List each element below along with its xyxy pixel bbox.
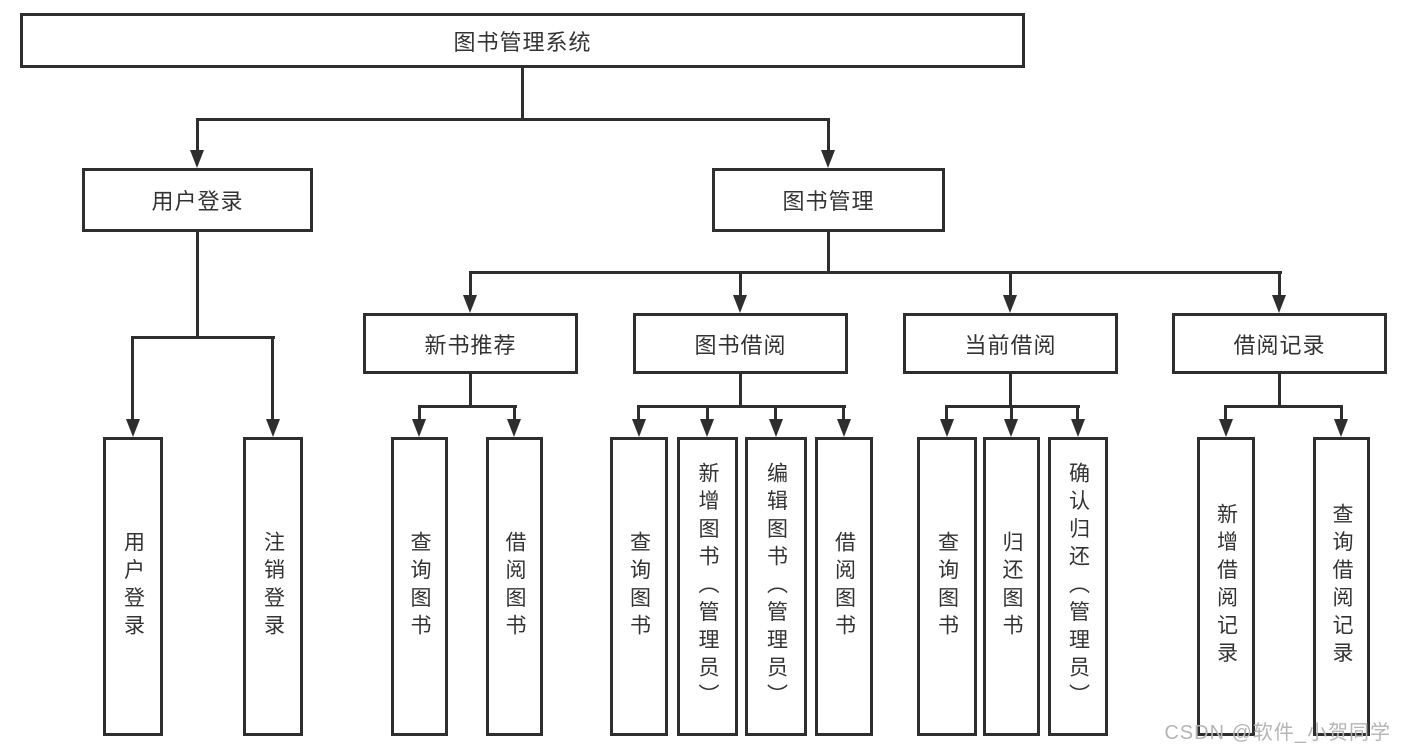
arrowhead <box>126 419 140 437</box>
leaf-query-books-3: 查询图书 <box>917 437 977 736</box>
node-root-label: 图书管理系统 <box>453 29 592 55</box>
arrowhead <box>463 295 477 313</box>
leaf-query-borrow-record-label: 查询借阅记录 <box>1330 503 1353 670</box>
leaf-borrow-books-1-label: 借阅图书 <box>503 531 526 642</box>
connector-line <box>418 405 421 421</box>
leaf-return-books-label: 归还图书 <box>1000 531 1023 642</box>
leaf-borrow-books-2-label: 借阅图书 <box>832 531 856 642</box>
node-borrow-records: 借阅记录 <box>1172 313 1387 374</box>
connector-line <box>739 374 742 407</box>
connector-line <box>1009 374 1012 407</box>
connector-line <box>739 271 742 297</box>
node-current-borrow: 当前借阅 <box>903 313 1118 374</box>
node-new-book-recommend: 新书推荐 <box>363 313 578 374</box>
leaf-return-books: 归还图书 <box>983 437 1040 736</box>
node-book-borrow: 图书借阅 <box>633 313 848 374</box>
leaf-confirm-return-admin: 确认归还（管理员） <box>1048 437 1108 736</box>
leaf-query-books-3-label: 查询图书 <box>935 531 959 642</box>
connector-line <box>469 271 1282 274</box>
connector-line <box>1224 405 1227 421</box>
leaf-query-borrow-record: 查询借阅记录 <box>1313 437 1370 736</box>
leaf-query-books-2-label: 查询图书 <box>627 531 651 642</box>
node-user-login: 用户登录 <box>82 168 313 232</box>
leaf-add-borrow-record: 新增借阅记录 <box>1197 437 1255 736</box>
arrowhead <box>1334 419 1348 437</box>
node-current-borrow-label: 当前借阅 <box>964 332 1057 358</box>
leaf-query-books-1-label: 查询图书 <box>408 531 431 642</box>
connector-line <box>1278 271 1281 297</box>
node-book-management: 图书管理 <box>712 168 945 232</box>
connector-line <box>131 336 275 339</box>
leaf-add-books-admin-label: 新增图书（管理员） <box>696 461 719 712</box>
connector-line <box>521 68 524 118</box>
connector-line <box>469 271 472 297</box>
connector-line <box>271 336 274 420</box>
node-user-login-label: 用户登录 <box>151 189 244 214</box>
leaf-add-books-admin: 新增图书（管理员） <box>677 437 738 736</box>
arrowhead <box>1272 295 1286 313</box>
connector-line <box>827 118 830 151</box>
connector-line <box>469 374 472 407</box>
arrowhead <box>1219 419 1233 437</box>
leaf-logout: 注销登录 <box>243 437 303 736</box>
leaf-query-books-2: 查询图书 <box>610 437 668 736</box>
arrowhead <box>940 419 954 437</box>
leaf-add-borrow-record-label: 新增借阅记录 <box>1214 503 1238 670</box>
leaf-edit-books-admin-label: 编辑图书（管理员） <box>764 461 788 712</box>
arrowhead <box>733 295 747 313</box>
connector-line <box>418 405 517 408</box>
leaf-confirm-return-admin-label: 确认归还（管理员） <box>1066 461 1090 712</box>
arrowhead <box>190 150 204 168</box>
connector-line <box>637 405 846 408</box>
connector-line <box>513 405 516 421</box>
arrowhead <box>837 419 851 437</box>
node-borrow-records-label: 借阅记录 <box>1233 332 1326 358</box>
node-new-book-recommend-label: 新书推荐 <box>424 332 517 358</box>
leaf-edit-books-admin: 编辑图书（管理员） <box>745 437 807 736</box>
connector-line <box>131 336 134 420</box>
arrowhead <box>1003 295 1017 313</box>
leaf-query-books-1: 查询图书 <box>391 437 448 736</box>
connector-line <box>1224 405 1343 408</box>
node-book-management-label: 图书管理 <box>782 189 875 214</box>
node-book-borrow-label: 图书借阅 <box>694 332 787 358</box>
connector-line <box>637 405 640 421</box>
connector-line <box>945 405 948 421</box>
connector-line <box>827 232 830 273</box>
arrowhead <box>700 419 714 437</box>
arrowhead <box>821 150 835 168</box>
arrowhead <box>1071 419 1085 437</box>
arrowhead <box>632 419 646 437</box>
connector-line <box>1010 405 1013 421</box>
connector-line <box>1009 271 1012 297</box>
connector-line <box>196 118 830 121</box>
connector-line <box>196 118 199 151</box>
connector-line <box>774 405 777 421</box>
node-root: 图书管理系统 <box>20 13 1025 68</box>
connector-line <box>196 232 199 338</box>
connector-line <box>842 405 845 421</box>
connector-line <box>1278 374 1281 407</box>
arrowhead <box>507 419 521 437</box>
leaf-borrow-books-1: 借阅图书 <box>486 437 543 736</box>
arrowhead <box>769 419 783 437</box>
connector-line <box>1076 405 1079 421</box>
leaf-logout-label: 注销登录 <box>261 531 285 642</box>
leaf-borrow-books-2: 借阅图书 <box>815 437 873 736</box>
connector-line <box>706 405 709 421</box>
arrowhead <box>412 419 426 437</box>
arrowhead <box>1004 419 1018 437</box>
leaf-user-login-label: 用户登录 <box>121 531 145 642</box>
arrowhead <box>266 419 280 437</box>
connector-line <box>1340 405 1343 421</box>
leaf-user-login: 用户登录 <box>103 437 163 736</box>
